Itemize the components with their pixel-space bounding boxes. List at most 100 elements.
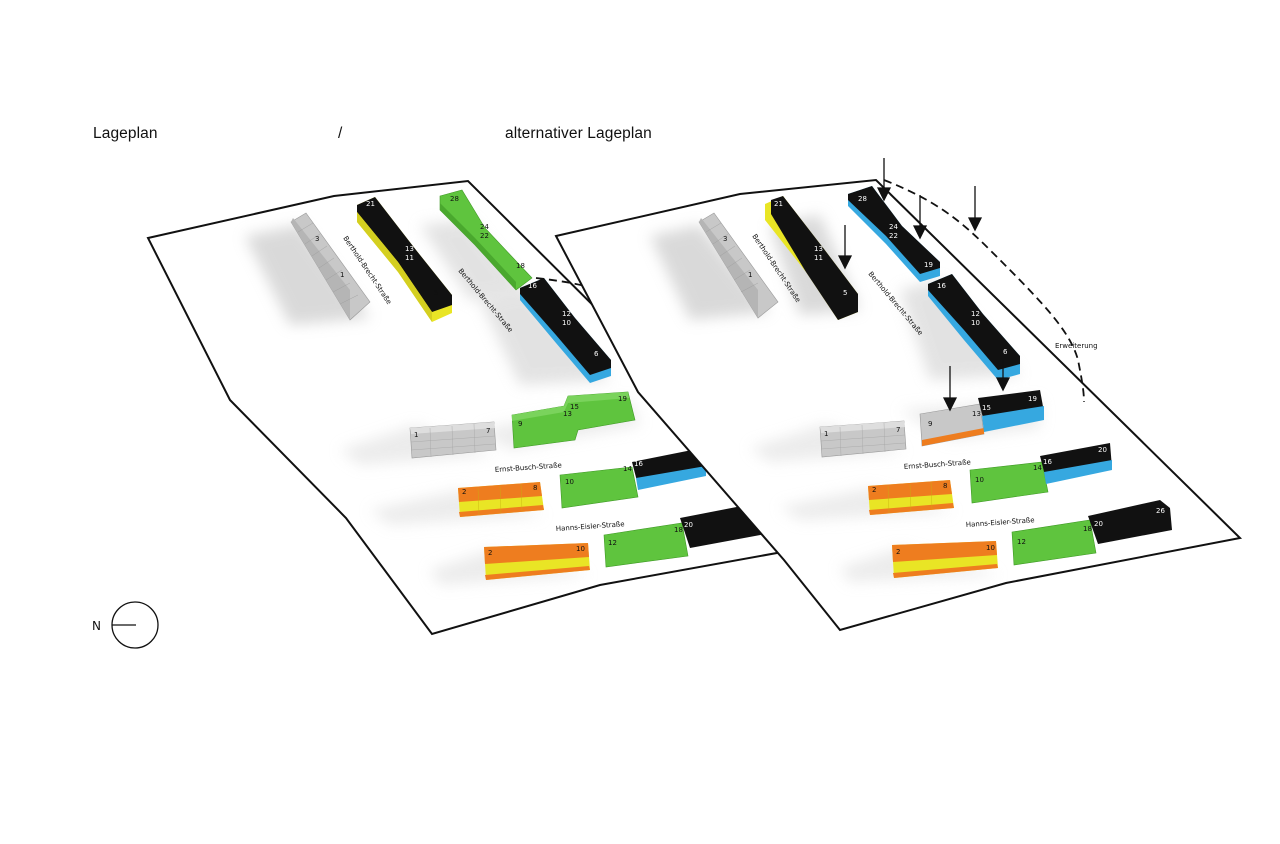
arrows-alternative [837, 158, 1011, 412]
num: 19 [1028, 395, 1037, 403]
expansion-label: Erweiterung [1055, 342, 1098, 350]
num: 1 [748, 271, 752, 279]
num: 6 [1003, 348, 1008, 356]
num: 16 [634, 460, 643, 468]
num: 12 [608, 539, 617, 547]
building-grey-3-1-alt [698, 212, 779, 319]
num: 14 [1033, 464, 1042, 472]
num: 12 [971, 310, 980, 318]
building-green-10-14 [559, 466, 639, 509]
building-grey-1-7 [409, 421, 497, 459]
north-label: N [92, 619, 101, 633]
arrow-down-icon [912, 225, 928, 240]
num: 18 [516, 262, 525, 270]
building-green-12-18-alt [1011, 519, 1097, 566]
num: 8 [943, 482, 947, 490]
num: 18 [674, 526, 683, 534]
building-orange-2-8-alt [868, 480, 954, 515]
num: 7 [896, 426, 900, 434]
num: 22 [889, 232, 898, 240]
num: 28 [450, 195, 459, 203]
building-black-16-20 [632, 448, 706, 490]
num: 1 [340, 271, 344, 279]
building-black-16-20-alt [1040, 443, 1112, 484]
num: 16 [1043, 458, 1052, 466]
num: 10 [986, 544, 995, 552]
building-orange-2-10 [484, 543, 590, 580]
num: 3 [723, 235, 727, 243]
num: 20 [684, 521, 693, 529]
num: 21 [774, 200, 783, 208]
title-separator: / [338, 125, 343, 142]
num: 13 [563, 410, 572, 418]
num: 7 [486, 427, 490, 435]
num: 28 [858, 195, 867, 203]
num: 22 [480, 232, 489, 240]
building-black-28-19-alt [848, 186, 940, 282]
num: 26 [1156, 507, 1165, 515]
num: 10 [562, 319, 571, 327]
num: 13 [405, 245, 414, 253]
num: 19 [618, 395, 627, 403]
num: 24 [480, 223, 489, 231]
plan-current: 3 1 21 13 11 5 28 24 22 18 16 12 10 6 1 … [146, 179, 835, 636]
arrow-down-icon [942, 397, 958, 412]
building-green-12-18 [603, 522, 689, 568]
num: 2 [462, 488, 466, 496]
num: 16 [528, 282, 537, 290]
building-black-16-6 [520, 278, 611, 383]
expansion-line-alternative [883, 179, 1085, 403]
num: 20 [1094, 520, 1103, 528]
title-lageplan: Lageplan [93, 125, 158, 142]
building-grey-9-13-alt [919, 403, 985, 447]
building-green-28-18 [439, 189, 533, 291]
arrow-down-icon [967, 217, 983, 232]
arrow-down-icon [876, 187, 892, 202]
num: 5 [434, 289, 438, 297]
building-black-21-5-alt [765, 196, 858, 320]
num: 9 [928, 420, 932, 428]
num: 21 [366, 200, 375, 208]
num: 12 [1017, 538, 1026, 546]
num: 2 [488, 549, 492, 557]
num: 19 [924, 261, 933, 269]
title-alternativer-lageplan: alternativer Lageplan [505, 125, 652, 142]
building-black-21-5 [357, 197, 452, 322]
plan-alternative: 3 1 21 13 11 5 28 24 22 19 16 12 10 6 1 … [554, 158, 1243, 632]
num: 5 [843, 289, 847, 297]
num: 10 [975, 476, 984, 484]
num: 2 [896, 548, 900, 556]
num: 16 [937, 282, 946, 290]
num: 15 [982, 404, 991, 412]
building-grey-1-7-alt [819, 420, 907, 458]
num: 11 [405, 254, 414, 262]
building-orange-2-10-alt [892, 541, 998, 578]
building-black-20-26-alt [1088, 500, 1172, 544]
building-grey-3-1 [290, 212, 371, 321]
num: 15 [570, 403, 579, 411]
building-green-10-14-alt [969, 461, 1049, 504]
num: 20 [1098, 446, 1107, 454]
num: 24 [889, 223, 898, 231]
arrow-down-icon [995, 377, 1011, 392]
num: 2 [872, 486, 876, 494]
num: 10 [565, 478, 574, 486]
num: 13 [814, 245, 823, 253]
building-green-9-19 [511, 391, 636, 449]
num: 8 [533, 484, 537, 492]
num: 13 [972, 410, 981, 418]
num: 1 [824, 430, 828, 438]
num: 18 [1083, 525, 1092, 533]
num: 6 [594, 350, 599, 358]
num: 3 [315, 235, 319, 243]
building-black-16-6-alt [928, 274, 1020, 380]
building-black-15-19-alt [978, 390, 1044, 432]
num: 10 [971, 319, 980, 327]
num: 1 [414, 431, 418, 439]
building-orange-2-8 [458, 482, 544, 517]
num: 14 [623, 465, 632, 473]
building-numbers-alternative: 3 1 21 13 11 5 28 24 22 19 16 12 10 6 1 … [723, 195, 1165, 556]
arrow-down-icon [837, 255, 853, 270]
num: 11 [814, 254, 823, 262]
